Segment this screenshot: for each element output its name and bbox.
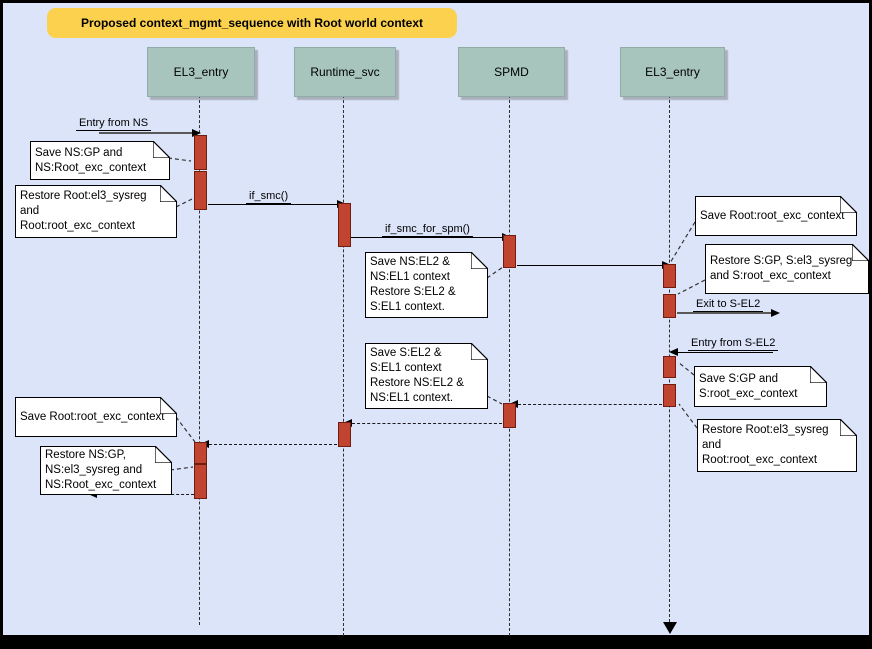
note-text: Save NS:GP and NS:Root_exc_context — [35, 146, 147, 174]
note-text: Restore NS:GP, NS:el3_sysreg and NS:Root… — [45, 449, 157, 491]
note-restore-root-sysreg-1: Restore Root:el3_sysreg and Root:root_ex… — [15, 185, 177, 238]
message-label-entry-from-sel2: Entry from S-EL2 — [688, 337, 779, 351]
diagram-title: Proposed context_mgmt_sequence with Root… — [47, 8, 457, 38]
message-arrow-spmd-to-el3 — [517, 261, 671, 269]
note-save-s-gp: Save S:GP and S:root_exc_context — [694, 366, 827, 407]
activation-bar — [663, 356, 676, 378]
actor-el3-entry-ns: EL3_entry — [147, 47, 255, 97]
note-fold-icon — [840, 196, 857, 213]
activation-bar — [663, 384, 676, 407]
message-label-exit-to-sel2: Exit to S-EL2 — [693, 298, 764, 312]
return-arrow-el3-to-spmd — [509, 400, 662, 408]
actor-runtime-svc: Runtime_svc — [294, 47, 396, 97]
note-save-root-exc-right: Save Root:root_exc_context — [695, 196, 857, 236]
note-fold-icon — [852, 244, 869, 261]
note-restore-ns-gp: Restore NS:GP, NS:el3_sysreg and NS:Root… — [40, 446, 172, 495]
activation-bar — [503, 403, 516, 428]
activation-bar — [338, 203, 351, 247]
actor-label: EL3_entry — [173, 65, 229, 79]
note-text: Restore S:GP, S:el3_sysreg and S:root_ex… — [710, 255, 853, 282]
message-label-if-smc-for-spm: if_smc_for_spm() — [382, 223, 473, 237]
note-text: Save Root:root_exc_context — [20, 410, 165, 423]
note-text: Save S:EL2 & S:EL1 context Restore NS:EL… — [370, 347, 464, 404]
actor-spmd: SPMD — [458, 47, 565, 97]
note-fold-icon — [155, 446, 172, 463]
note-fold-icon — [153, 141, 170, 158]
arrowhead-right-icon — [192, 129, 201, 137]
note-text: Save S:GP and S:root_exc_context — [699, 372, 798, 400]
note-restore-s-gp: Restore S:GP, S:el3_sysreg and S:root_ex… — [705, 244, 869, 294]
return-arrow-spmd-to-runtime — [343, 419, 502, 427]
message-arrow-entry-from-sel2 — [669, 348, 773, 356]
activation-bar — [663, 264, 676, 288]
activation-bar — [663, 294, 676, 318]
message-arrow-if-smc-for-spm — [351, 233, 511, 241]
activation-bar — [194, 135, 207, 170]
return-arrow-runtime-to-el3 — [200, 440, 337, 448]
note-save-s-el2: Save S:EL2 & S:EL1 context Restore NS:EL… — [365, 343, 488, 409]
note-text: Save Root:root_exc_context — [700, 209, 845, 222]
note-fold-icon — [810, 366, 827, 383]
activation-bar — [194, 171, 207, 210]
actor-el3-entry-secure: EL3_entry — [620, 47, 725, 97]
activation-bar — [194, 464, 207, 499]
message-label-if-smc: if_smc() — [246, 190, 292, 204]
activation-bar — [194, 442, 207, 464]
activation-bar — [338, 422, 351, 447]
note-save-ns-gp: Save NS:GP and NS:Root_exc_context — [30, 141, 170, 180]
note-save-ns-el2: Save NS:EL2 & NS:EL1 context Restore S:E… — [365, 252, 488, 318]
note-fold-icon — [840, 419, 857, 436]
message-label-entry-from-ns: Entry from NS — [76, 117, 152, 131]
lifeline-runtime-svc — [343, 95, 344, 636]
note-save-root-exc-left: Save Root:root_exc_context — [15, 397, 177, 437]
note-restore-root-sysreg-2: Restore Root:el3_sysreg and Root:root_ex… — [697, 419, 857, 472]
actor-label: EL3_entry — [645, 65, 700, 79]
note-fold-icon — [471, 252, 488, 269]
note-fold-icon — [471, 343, 488, 360]
arrowhead-right-icon — [771, 309, 780, 317]
note-fold-icon — [160, 397, 177, 414]
message-arrow-if-smc — [208, 200, 346, 208]
actor-label: SPMD — [494, 65, 529, 79]
activation-bar — [503, 235, 516, 268]
note-fold-icon — [160, 185, 177, 202]
actor-label: Runtime_svc — [310, 65, 380, 79]
message-arrow-entry-from-ns — [99, 129, 201, 137]
lifeline-el3-entry-ns — [199, 95, 200, 625]
note-text: Restore Root:el3_sysreg and Root:root_ex… — [20, 190, 147, 232]
note-text: Restore Root:el3_sysreg and Root:root_ex… — [702, 424, 829, 466]
message-arrow-exit-to-sel2 — [677, 309, 780, 317]
canvas-background — [3, 3, 869, 635]
note-text: Save NS:EL2 & NS:EL1 context Restore S:E… — [370, 256, 456, 313]
lifeline-spmd — [509, 95, 510, 636]
arrowhead-left-icon — [669, 348, 678, 356]
